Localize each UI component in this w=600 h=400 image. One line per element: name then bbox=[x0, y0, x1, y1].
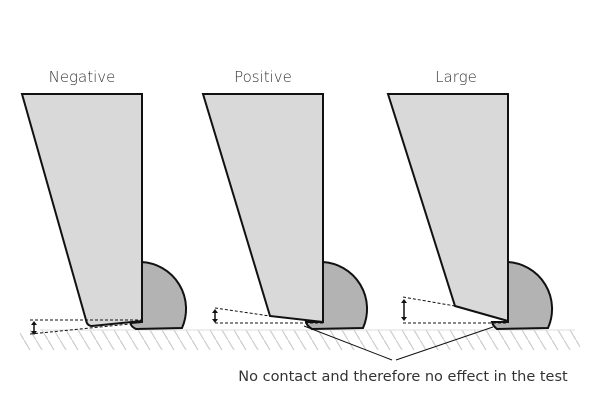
panel-title-large: Large bbox=[435, 68, 477, 86]
panel-title-positive: Positive bbox=[234, 68, 292, 86]
ground-hatch bbox=[20, 330, 580, 350]
reference-line-dashed bbox=[214, 307, 271, 317]
panel-negative: Negative bbox=[20, 68, 187, 335]
angle-arrow-icon bbox=[401, 299, 407, 321]
angle-arrow-icon bbox=[212, 309, 218, 323]
panel-title-negative: Negative bbox=[49, 68, 116, 86]
panel-positive: Positive bbox=[201, 68, 368, 331]
blade bbox=[386, 93, 509, 323]
blade bbox=[20, 93, 143, 328]
angle-arrow-icon bbox=[31, 321, 37, 335]
chip bbox=[304, 260, 368, 331]
chip bbox=[129, 260, 187, 331]
reference-line-dashed bbox=[29, 323, 131, 335]
panel-large: Large bbox=[386, 68, 553, 331]
reference-line-dashed bbox=[402, 296, 456, 307]
chip bbox=[490, 260, 553, 331]
blade bbox=[201, 93, 324, 324]
callout-lines bbox=[303, 325, 494, 361]
caption: No contact and therefore no effect in th… bbox=[238, 369, 568, 385]
